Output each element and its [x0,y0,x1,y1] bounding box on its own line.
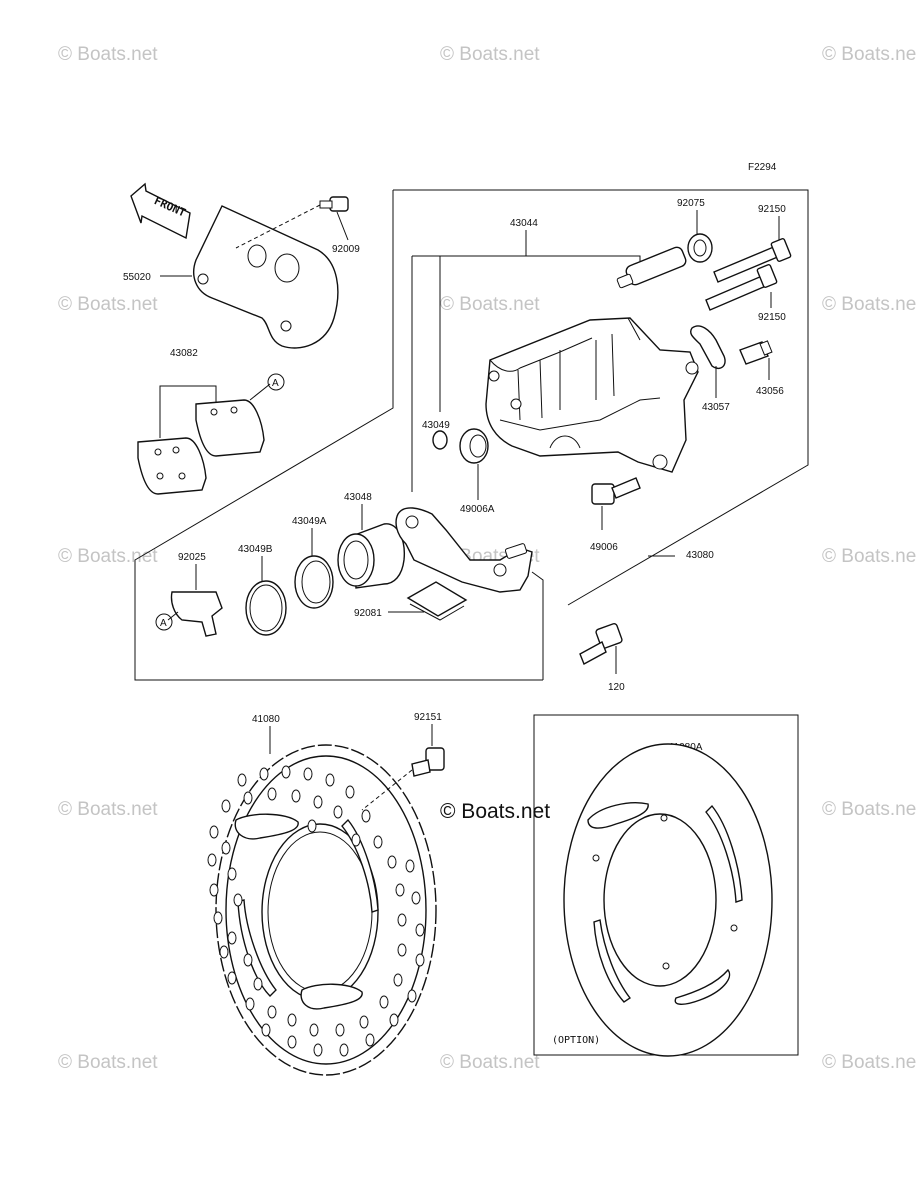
disc-bolt [361,747,445,811]
slide-pin-boot [687,233,713,263]
label-92081: 92081 [354,608,382,619]
label-92150-top: 92150 [758,204,786,215]
disc-holes [207,765,425,1057]
label-41080: 41080 [252,714,280,725]
center-watermark: © Boats.net [440,800,550,823]
watermark: © Boats.net [822,1052,916,1073]
label-43080: 43080 [686,550,714,561]
label-43082: 43082 [170,348,198,359]
label-49006: 49006 [590,542,618,553]
label-92151: 92151 [414,712,442,723]
caliper-body [485,317,699,473]
figure-code: F2294 [748,162,777,173]
watermark: © Boats.net [58,44,158,65]
callout-a-circle [267,373,285,391]
slide-pin [616,246,687,289]
label-92150-bottom: 92150 [758,312,786,323]
caliper-holder [395,507,533,593]
front-arrow-icon: FRONT [130,182,191,240]
watermark: © Boats.net [822,294,916,315]
label-55020: 55020 [123,272,151,283]
watermark: © Boats.net [58,294,158,315]
callout-a: A [272,378,279,389]
label-43049: 43049 [422,420,450,431]
label-92075: 92075 [677,198,705,209]
caliper-piston [337,523,405,589]
watermark: © Boats.net [822,799,916,820]
watermark: © Boats.net [440,294,540,315]
caliper-assembly-outline [134,189,809,681]
bracket-bolt [235,196,349,249]
caliper-mount-bolt [591,477,641,505]
watermark: © Boats.net [440,44,540,65]
watermark: © Boats.net [58,799,158,820]
pad-retainer-clip [690,325,726,370]
caliper-pin-bolt-bottom [705,264,778,311]
pad-clip [406,581,468,621]
callout-a: A [160,618,167,629]
callout-a-circle [155,613,173,631]
caliper-pin-bolt-top [713,238,792,283]
watermark: © Boats.net [822,546,916,567]
label-92009: 92009 [332,244,360,255]
piston-seal-a [294,555,334,609]
piston-seal [432,430,448,450]
option-brake-disc [563,743,773,1057]
watermark: © Boats.net [440,1052,540,1073]
caliper-bracket [193,205,339,349]
watermark: © Boats.net [58,546,158,567]
label-43049B: 43049B [238,544,273,555]
option-label: (OPTION) [552,1035,600,1046]
pad-spring [170,591,223,637]
label-43057: 43057 [702,402,730,413]
watermark: © Boats.net [58,1052,158,1073]
label-43048: 43048 [344,492,372,503]
brake-disc [207,744,437,1076]
piston-seal-b [245,580,287,636]
label-92025: 92025 [178,552,206,563]
label-43049A: 43049A [292,516,327,527]
brake-pad-rear [195,399,265,457]
dust-seal [459,428,489,464]
label-43056: 43056 [756,386,784,397]
label-49006A: 49006A [460,504,495,515]
holder-bolt [579,622,623,665]
bleeder-valve [739,340,773,365]
label-120: 120 [608,682,625,693]
label-43044: 43044 [510,218,538,229]
watermark: © Boats.net [822,44,916,65]
brake-pad-front [137,437,207,495]
